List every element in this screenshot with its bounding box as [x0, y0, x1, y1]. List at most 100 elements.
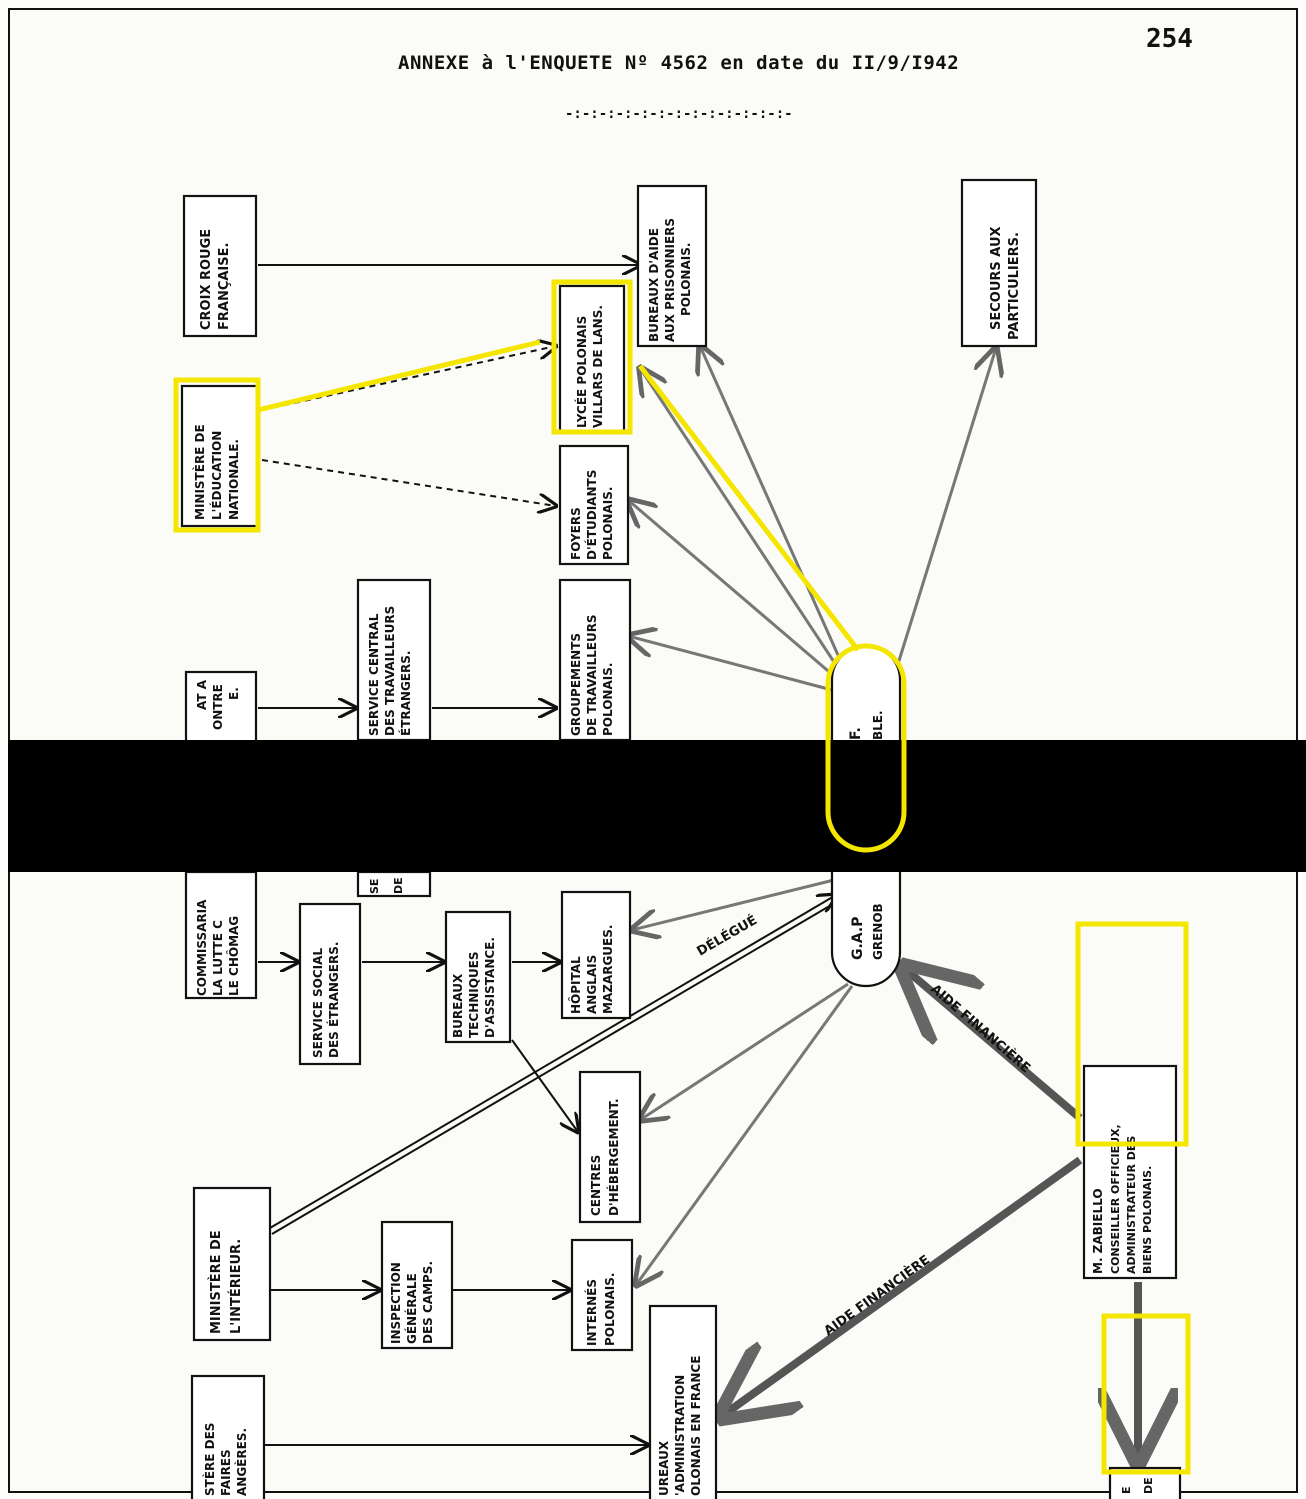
svg-text:FOYERS: FOYERS — [569, 507, 583, 560]
edge-hub-groupements — [628, 636, 833, 692]
svg-text:POLONAIS.: POLONAIS. — [679, 243, 693, 316]
svg-text:BUREAUX D'AIDE: BUREAUX D'AIDE — [647, 228, 661, 342]
edge-hub-bureaux-prisonniers — [700, 346, 844, 665]
node-bureaux-prisonniers: BUREAUX D'AIDE AUX PRISONNIERS POLONAIS. — [636, 184, 708, 348]
svg-text:CROIX ROUGE: CROIX ROUGE — [199, 229, 214, 330]
page-number: 254 — [1146, 24, 1193, 54]
node-zabiello: M. ZABIELLO CONSEILLER OFFICIEUX, ADMINI… — [1082, 1064, 1178, 1280]
edge-hub-foyers — [628, 500, 835, 678]
node-ministere-interieur: MINISTÈRE DE L'INTÉRIEUR. — [192, 1186, 272, 1342]
svg-text:AUX PRISONNIERS: AUX PRISONNIERS — [663, 218, 677, 342]
highlight-ministere-education — [173, 377, 261, 533]
node-bureaux-administration: UREAUX 'ADMINISTRATION OLONAIS EN FRANCE — [648, 1304, 718, 1499]
svg-text:STÈRE DES: STÈRE DES — [202, 1423, 217, 1496]
highlight-lycee — [551, 279, 633, 435]
svg-text:F.: F. — [848, 727, 864, 740]
svg-text:GROUPEMENTS: GROUPEMENTS — [569, 633, 583, 736]
svg-text:LE CHÔMAG: LE CHÔMAG — [226, 916, 241, 996]
svg-text:OLONAIS EN FRANCE: OLONAIS EN FRANCE — [689, 1356, 703, 1496]
svg-text:HÔPITAL: HÔPITAL — [568, 956, 583, 1014]
svg-text:G.A.P: G.A.P — [850, 917, 866, 960]
svg-text:LYCÉE POLONAIS: LYCÉE POLONAIS — [574, 316, 589, 428]
node-internes: INTERNÉS POLONAIS. — [570, 1238, 634, 1352]
svg-text:CENTRES: CENTRES — [589, 1155, 603, 1216]
svg-text:DES CAMPS.: DES CAMPS. — [421, 1261, 435, 1344]
svg-text:L'ÉDUCATION: L'ÉDUCATION — [209, 431, 224, 520]
edge-education-foyers — [261, 459, 556, 506]
svg-text:ADMINISTRATEUR DES: ADMINISTRATEUR DES — [1125, 1136, 1138, 1274]
svg-text:D'HÉBERGEMENT.: D'HÉBERGEMENT. — [606, 1098, 621, 1216]
node-inspection: INSPECTION GÉNÉRALE DES CAMPS. — [380, 1220, 454, 1350]
highlight-zabiello — [1075, 921, 1189, 1147]
edge-hub-hopital — [632, 878, 835, 930]
document-header: ANNEXE à l'ENQUETE Nº 4562 en date du II… — [398, 52, 960, 74]
redaction-bar — [8, 740, 1306, 872]
svg-text:POLONAIS.: POLONAIS. — [601, 487, 615, 560]
node-service-social: SERVICE SOCIAL DES ÉTRANGERS. — [298, 902, 362, 1066]
svg-text:ÉTRANGERS.: ÉTRANGERS. — [398, 651, 413, 736]
node-secours: SECOURS AUX PARTICULIERS. — [960, 178, 1038, 348]
svg-text:CONSEILLER OFFICIEUX,: CONSEILLER OFFICIEUX, — [1109, 1124, 1122, 1274]
svg-text:E: E — [1120, 1486, 1133, 1494]
edge-hub-internes — [636, 985, 854, 1285]
node-bureaux-techniques: BUREAUX TECHNIQUES D'ASSISTANCE. — [444, 910, 512, 1044]
svg-text:SERVICE SOCIAL: SERVICE SOCIAL — [311, 948, 325, 1058]
highlight-down-arrow — [1101, 1313, 1191, 1475]
svg-text:INTERNÉS: INTERNÉS — [584, 1279, 599, 1346]
svg-text:AT A: AT A — [195, 679, 209, 710]
svg-text:ANGLAIS: ANGLAIS — [585, 955, 599, 1014]
highlight-gapf — [825, 643, 907, 853]
svg-text:POLONAIS.: POLONAIS. — [603, 1273, 617, 1346]
edge-hub-secours — [896, 348, 996, 665]
svg-text:TECHNIQUES: TECHNIQUES — [467, 951, 481, 1038]
svg-text:UREAUX: UREAUX — [657, 1440, 671, 1496]
node-hopital: HÔPITAL ANGLAIS MAZARGUES. — [560, 890, 632, 1020]
svg-text:BLE.: BLE. — [871, 710, 885, 740]
svg-text:MINISTÈRE DE: MINISTÈRE DE — [192, 424, 207, 520]
node-ministere-education: MINISTÈRE DE L'ÉDUCATION NATIONALE. — [180, 384, 260, 528]
svg-text:FRANÇAISE.: FRANÇAISE. — [217, 243, 232, 330]
svg-text:NATIONALE.: NATIONALE. — [227, 439, 241, 520]
node-service-central-bottom: SE DE — [356, 870, 432, 898]
svg-text:VILLARS DE LANS.: VILLARS DE LANS. — [591, 305, 605, 428]
svg-text:BUREAUX: BUREAUX — [451, 973, 465, 1038]
node-croix-rouge: CROIX ROUGE FRANÇAISE. — [182, 194, 258, 338]
svg-text:DES TRAVAILLEURS: DES TRAVAILLEURS — [383, 606, 397, 736]
svg-text:SE: SE — [368, 879, 381, 894]
svg-text:INSPECTION: INSPECTION — [389, 1262, 403, 1344]
node-groupements: GROUPEMENTS DE TRAVAILLEURS POLONAIS. — [558, 578, 632, 742]
svg-text:POLONAIS.: POLONAIS. — [601, 663, 615, 736]
edge-bureaux-techniques-centres — [511, 1039, 578, 1132]
highlight-line-education-lycee — [257, 339, 541, 413]
svg-text:BIENS POLONAIS.: BIENS POLONAIS. — [1141, 1166, 1154, 1274]
svg-text:E.: E. — [227, 687, 241, 700]
svg-text:DE TRAVAILLEURS: DE TRAVAILLEURS — [585, 614, 599, 736]
node-centres: CENTRES D'HÉBERGEMENT. — [578, 1070, 642, 1224]
svg-text:M. ZABIELLO: M. ZABIELLO — [1091, 1188, 1105, 1274]
edge-label-aide-financiere-2: AIDE FINANCIÈRE — [821, 1252, 933, 1339]
svg-text:D'ASSISTANCE.: D'ASSISTANCE. — [483, 937, 497, 1038]
svg-text:SECOURS AUX: SECOURS AUX — [989, 226, 1004, 330]
svg-text:DE: DE — [392, 877, 405, 894]
svg-text:GÉNÉRALE: GÉNÉRALE — [404, 1273, 419, 1344]
connectors — [258, 265, 1138, 1460]
edge-zabiello-hub — [904, 968, 1083, 1122]
edge-label-aide-financiere-1: AIDE FINANCIÈRE — [927, 981, 1033, 1076]
highlight-annotations — [173, 279, 1191, 1475]
edge-interieur-delegue — [269, 895, 836, 1229]
node-commissariat-bottom: COMMISSARIA LA LUTTE C LE CHÔMAG — [184, 870, 258, 1000]
node-commissariat-top: AT A ONTRE E. — [184, 670, 258, 744]
svg-text:D'ÉTUDIANTS: D'ÉTUDIANTS — [584, 470, 599, 560]
node-affaires-etrangeres: STÈRE DES FAIRES ANGÈRES. — [190, 1374, 266, 1499]
header-separator: -:-:-:-:-:-:-:-:-:-:-:-:-:- — [565, 106, 793, 122]
svg-text:COMMISSARIA: COMMISSARIA — [195, 899, 209, 996]
edge-hub-centres — [640, 982, 849, 1120]
svg-text:L'INTÉRIEUR.: L'INTÉRIEUR. — [228, 1239, 244, 1334]
edge-zabiello-bureaux-admin — [722, 1156, 1083, 1416]
highlight-line-lycee-hub — [638, 364, 860, 652]
node-service-central: SERVICE CENTRAL DES TRAVAILLEURS ÉTRANGE… — [356, 578, 432, 742]
svg-text:'ADMINISTRATION: 'ADMINISTRATION — [673, 1375, 687, 1496]
node-lycee: LYCÉE POLONAIS VILLARS DE LANS. — [558, 284, 626, 434]
